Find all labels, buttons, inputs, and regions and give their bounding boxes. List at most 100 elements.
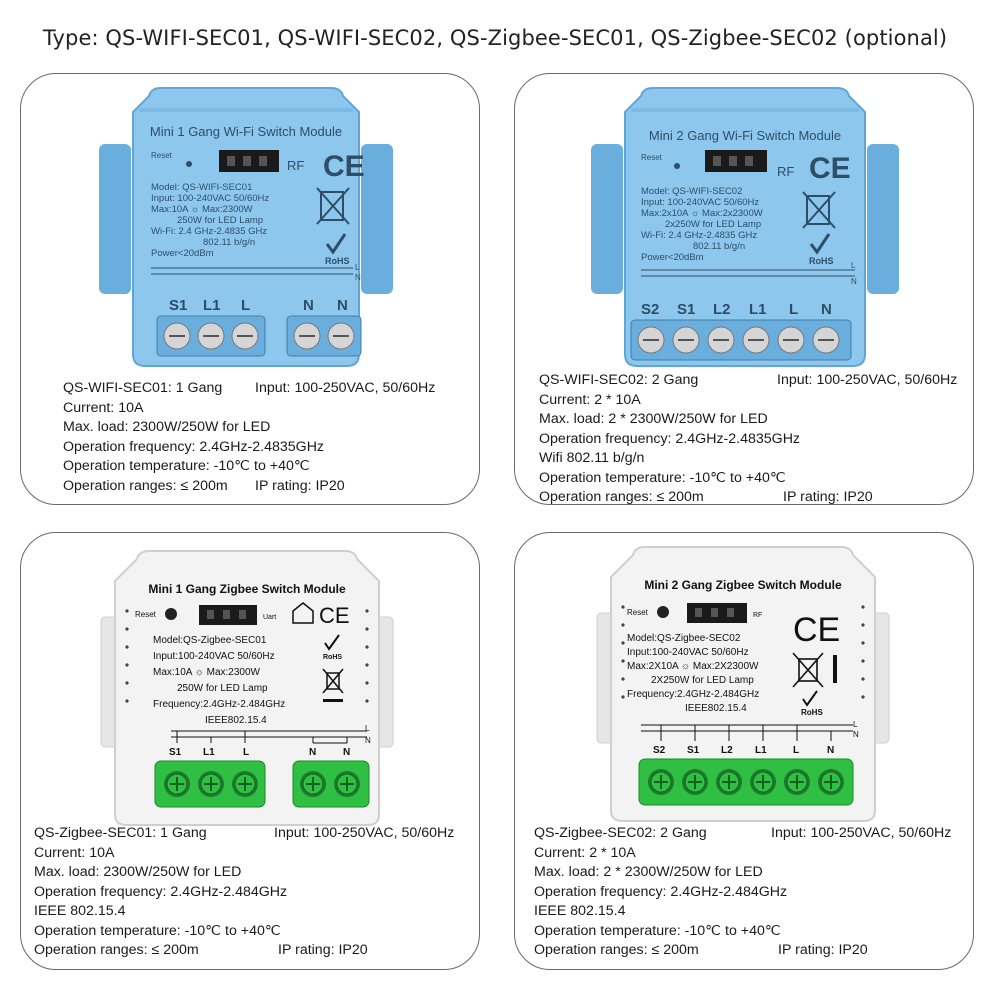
terminal-block [638,758,854,806]
device-label-text: Model: QS-WIFI-SEC02 Input: 100-240VAC 5… [641,186,763,263]
svg-text:Wi-Fi: 2.4 GHz-2.4835 GHz: Wi-Fi: 2.4 GHz-2.4835 GHz [641,230,757,241]
svg-text:Input: 100-240VAC 50/60Hz: Input: 100-240VAC 50/60Hz [151,193,269,204]
weee-bin-icon [322,668,344,694]
device-title: Mini 1 Gang Zigbee Switch Module [148,582,346,596]
indoor-use-icon [292,602,314,624]
reset-button[interactable] [186,161,192,167]
reset-label: Reset [151,151,173,160]
product-image-wifi-2-gang: Mini 2 Gang Wi-Fi Switch Module Reset RF… [591,87,899,367]
svg-text:Frequency:2.4GHz-2.484GHz: Frequency:2.4GHz-2.484GHz [153,699,285,710]
product-image-zigbee-1-gang: Mini 1 Gang Zigbee Switch Module Reset U… [100,550,394,826]
terminal-block [156,315,362,357]
svg-text:Input:100-240VAC 50/60Hz: Input:100-240VAC 50/60Hz [153,651,275,662]
svg-text:L1: L1 [749,301,767,318]
product-image-wifi-1-gang: Mini 1 Gang Wi-Fi Switch Module Reset RF… [99,87,393,367]
spec-line: Wifi 802.11 b/g/n [539,450,645,466]
rohs-check-icon [802,690,818,707]
spec-ip-rating: IP rating: IP20 [778,942,868,958]
spec-line: IEEE 802.15.4 [534,903,626,919]
rohs-label: RoHS [809,256,834,266]
svg-text:Model:QS-Zigbee-SEC02: Model:QS-Zigbee-SEC02 [627,633,741,644]
spec-line: Operation frequency: 2.4GHz-2.4835GHz [539,430,801,447]
svg-text:N: N [337,297,348,314]
terminal-labels: S2 S1 L2 L1 L N [653,745,834,756]
rohs-check-icon [809,233,831,255]
svg-text:250W for LED Lamp: 250W for LED Lamp [177,683,268,694]
svg-text:L: L [851,261,856,270]
reset-button[interactable] [657,606,669,618]
svg-text:IEEE802.15.4: IEEE802.15.4 [205,715,267,726]
terminal-block [154,760,370,808]
spec-model: QS-Zigbee-SEC01: 1 Gang [34,825,207,841]
svg-text:N: N [851,277,857,286]
product-card-wifi-sec02: Mini 2 Gang Wi-Fi Switch Module Reset RF… [514,73,974,505]
spec-line: Current: 10A [34,844,115,861]
spec-ip-rating: IP rating: IP20 [255,477,345,494]
device-label-text: Model: QS-WIFI-SEC01 Input: 100-240VAC 5… [151,182,269,259]
spec-line: Operation temperature: -10℃ to +40℃ [63,458,310,474]
svg-text:2X250W for LED Lamp: 2X250W for LED Lamp [651,675,754,686]
device-title: Mini 2 Gang Zigbee Switch Module [644,578,842,592]
svg-text:L: L [243,747,249,758]
svg-text:250W for LED Lamp: 250W for LED Lamp [177,215,263,226]
side-clip [99,144,131,294]
spec-ip-rating: IP rating: IP20 [783,489,873,505]
ce-mark: CE [793,611,840,649]
device-label-text: Model:QS-Zigbee-SEC02 Input:100-240VAC 5… [627,633,759,714]
svg-text:Power<20dBm: Power<20dBm [641,252,704,263]
spec-line: Current: 10A [63,399,144,416]
svg-text:L: L [789,301,798,318]
ce-mark: CE [319,603,350,628]
reset-label: Reset [627,608,649,617]
rf-label: RF [753,612,762,619]
svg-text:N: N [365,736,371,745]
svg-text:L2: L2 [713,301,731,318]
device-title: Mini 2 Gang Wi-Fi Switch Module [649,128,841,143]
rohs-label: RoHS [323,654,342,661]
svg-text:Max:2x10A ☼ Max:2x2300W: Max:2x10A ☼ Max:2x2300W [641,208,763,219]
spec-line: Max. load: 2300W/250W for LED [34,864,242,880]
product-card-zigbee-sec02: Mini 2 Gang Zigbee Switch Module Reset R… [514,532,974,970]
reset-label: Reset [641,153,663,162]
ce-mark: CE [809,152,851,185]
svg-text:N: N [303,297,314,314]
svg-text:IEEE802.15.4: IEEE802.15.4 [685,703,747,714]
svg-text:L1: L1 [203,297,221,314]
device-body [624,87,866,367]
reset-button[interactable] [165,608,177,620]
svg-text:N: N [821,301,832,318]
spec-line: Operation temperature: -10℃ to +40℃ [539,469,786,486]
svg-text:S2: S2 [653,745,666,756]
svg-text:Max:10A ☼ Max:2300W: Max:10A ☼ Max:2300W [153,667,261,678]
svg-text:Input:100-240VAC 50/60Hz: Input:100-240VAC 50/60Hz [627,647,749,658]
svg-text:Wi-Fi: 2.4 GHz-2.4835 GHz: Wi-Fi: 2.4 GHz-2.4835 GHz [151,226,267,237]
weee-bin-icon [802,191,836,229]
spec-input: Input: 100-250VAC, 50/60Hz [255,380,436,396]
spec-model: QS-WIFI-SEC02: 2 Gang [539,372,699,388]
spec-line: Operation temperature: -10℃ to +40℃ [534,922,781,939]
svg-text:L: L [241,297,250,314]
spec-range: Operation ranges: ≤ 200m [34,942,199,958]
spec-model: QS-Zigbee-SEC02: 2 Gang [534,825,707,841]
spec-range: Operation ranges: ≤ 200m [63,477,228,494]
svg-text:802.11 b/g/n: 802.11 b/g/n [203,237,255,248]
svg-text:Model:QS-Zigbee-SEC01: Model:QS-Zigbee-SEC01 [153,635,267,646]
spec-range: Operation ranges: ≤ 200m [534,942,699,958]
svg-text:Model: QS-WIFI-SEC02: Model: QS-WIFI-SEC02 [641,186,742,197]
device-title: Mini 1 Gang Wi-Fi Switch Module [150,124,342,139]
product-card-wifi-sec01: Mini 1 Gang Wi-Fi Switch Module Reset RF… [20,73,480,505]
device-label-text: Model:QS-Zigbee-SEC01 Input:100-240VAC 5… [153,635,285,726]
spec-input: Input: 100-250VAC, 50/60Hz [274,825,455,841]
rohs-label: RoHS [325,256,350,266]
spec-line: Max. load: 2300W/250W for LED [63,419,271,435]
svg-text:S1: S1 [677,301,695,318]
reset-button[interactable] [674,163,680,169]
svg-text:L: L [355,263,360,272]
product-card-zigbee-sec01: Mini 1 Gang Zigbee Switch Module Reset U… [20,532,480,970]
svg-text:L2: L2 [721,745,733,756]
svg-text:N: N [853,730,859,739]
page-title: Type: QS-WIFI-SEC01, QS-WIFI-SEC02, QS-Z… [42,26,948,50]
ce-mark: CE [323,150,365,183]
